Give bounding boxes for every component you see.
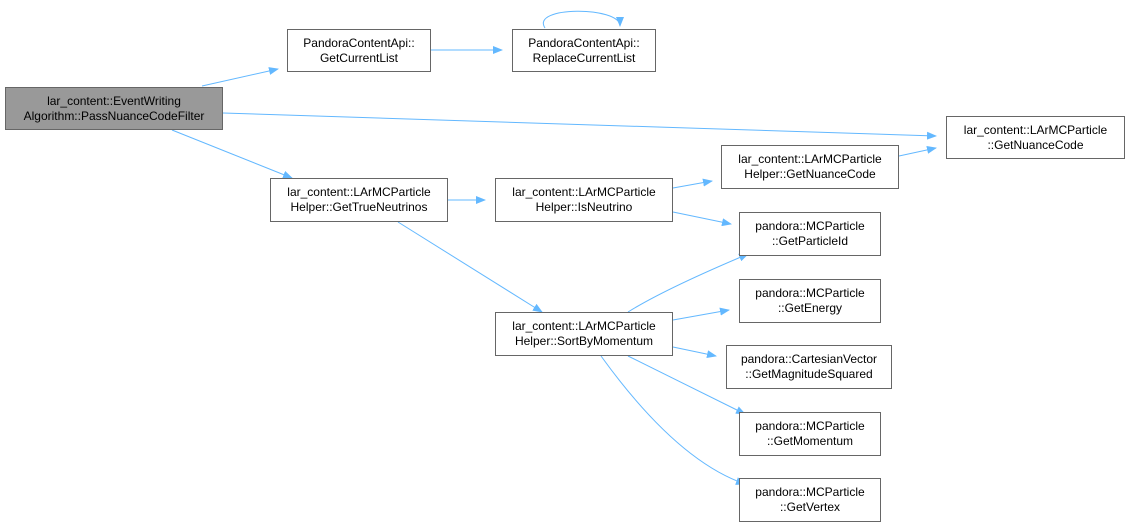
edge-root-to-getnuancecode-particle (222, 112, 937, 140)
node-label-line: ::GetParticleId (771, 234, 848, 248)
edge-sortbymomentum-to-getmagnitudesquared (672, 346, 717, 359)
node-label: pandora::CartesianVector::GetMagnitudeSq… (741, 352, 877, 382)
node-label-line: GetCurrentList (319, 50, 398, 65)
node-label-line: Helper::SortByMomentum (514, 334, 654, 348)
node-replacecurrentlist[interactable]: PandoraContentApi::ReplaceCurrentList (512, 29, 656, 72)
edge-replacecurrentlist-to-replacecurrentlist (542, 10, 624, 29)
edge-root-to-gettrueneutrinos (171, 129, 293, 179)
node-label-line: pandora::MCParticle (755, 219, 865, 233)
edge-sortbymomentum-to-getvertex (600, 355, 746, 485)
node-label-line: pandora::MCParticle (755, 485, 865, 499)
node-label: pandora::MCParticle::GetEnergy (755, 286, 864, 316)
node-label-line: pandora::MCParticle (755, 419, 865, 433)
edge-sortbymomentum-to-getenergy (672, 307, 730, 321)
node-getvertex[interactable]: pandora::MCParticle::GetVertex (739, 478, 881, 522)
edge-getnuancecode-helper-to-getnuancecode-particle (898, 145, 937, 157)
node-label-line: ::GetMomentum (766, 434, 853, 448)
node-label: lar_content::LArMCParticle::GetNuanceCod… (964, 123, 1107, 153)
node-getnuancecode-particle[interactable]: lar_content::LArMCParticle::GetNuanceCod… (946, 116, 1125, 159)
node-label: PandoraContentApi::GetCurrentList (303, 36, 414, 66)
node-getmagnitudesquared[interactable]: pandora::CartesianVector::GetMagnitudeSq… (726, 345, 892, 389)
node-label-line: Helper::GetTrueNeutrinos (290, 200, 428, 214)
node-getcurrentlist[interactable]: PandoraContentApi::GetCurrentList (287, 29, 431, 72)
node-label-line: lar_content::LArMCParticle (287, 185, 431, 199)
node-label-line: lar_content::LArMCParticle (738, 152, 882, 166)
node-label: pandora::MCParticle::GetParticleId (755, 219, 864, 249)
node-label-line: pandora::CartesianVector (740, 352, 878, 366)
node-label-line: Algorithm::PassNuanceCodeFilter (23, 108, 205, 123)
node-getmomentum[interactable]: pandora::MCParticle::GetMomentum (739, 412, 881, 456)
edge-isneutrino-to-getnuancecode-helper (672, 178, 713, 189)
edge-sortbymomentum-to-getparticleid (627, 253, 749, 313)
node-label-line: ::GetVertex (779, 500, 840, 514)
edge-gettrueneutrinos-to-sortbymomentum (397, 221, 543, 313)
node-label-line: PandoraContentApi:: (303, 35, 415, 50)
node-getenergy[interactable]: pandora::MCParticle::GetEnergy (739, 279, 881, 323)
node-label-line: Helper::GetNuanceCode (744, 167, 876, 181)
node-label-line: lar_content::LArMCParticle (512, 319, 656, 333)
node-label-line: ::GetMagnitudeSquared (745, 367, 873, 381)
node-label-line: Helper::IsNeutrino (535, 200, 633, 214)
edge-isneutrino-to-getparticleid (672, 211, 732, 227)
edge-sortbymomentum-to-getmomentum (627, 355, 746, 415)
node-label-line: lar_content::LArMCParticle (963, 122, 1108, 137)
node-label-line: ::GetEnergy (777, 301, 842, 315)
node-label: PandoraContentApi::ReplaceCurrentList (528, 36, 639, 66)
node-label-line: lar_content::EventWriting (47, 93, 181, 108)
node-label-line: lar_content::LArMCParticle (512, 185, 656, 199)
edge-root-to-getcurrentlist (201, 67, 279, 87)
node-label: pandora::MCParticle::GetVertex (755, 485, 864, 515)
node-label-line: ReplaceCurrentList (532, 50, 636, 65)
node-label: pandora::MCParticle::GetMomentum (755, 419, 864, 449)
node-getparticleid[interactable]: pandora::MCParticle::GetParticleId (739, 212, 881, 256)
node-label-line: PandoraContentApi:: (528, 35, 640, 50)
node-label-line: pandora::MCParticle (755, 286, 865, 300)
node-label-line: ::GetNuanceCode (987, 137, 1084, 152)
edge-layer (171, 10, 937, 485)
